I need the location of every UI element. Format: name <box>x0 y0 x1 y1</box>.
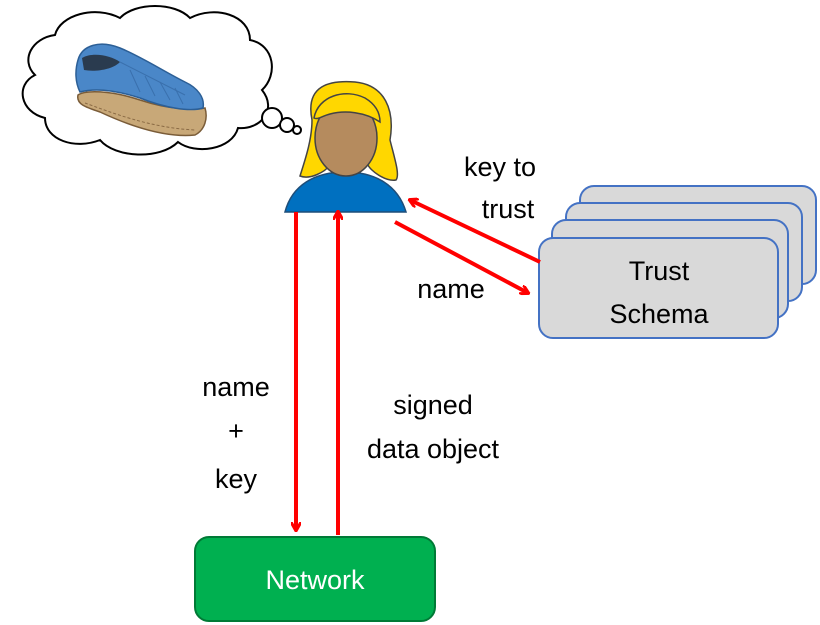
network-node: Network <box>194 536 436 622</box>
label-key: key <box>215 464 258 494</box>
user-icon <box>284 80 408 213</box>
network-label: Network <box>265 565 365 595</box>
arrow-user-to-schema <box>394 220 528 293</box>
trust-schema-card <box>538 237 779 339</box>
trust-schema-label-line2: Schema <box>609 299 709 329</box>
label-signed: signed <box>393 390 473 420</box>
label-name-schema: name <box>417 274 485 304</box>
thought-bubble <box>21 5 302 156</box>
label-trust: trust <box>482 194 535 224</box>
arrow-schema-to-user <box>410 200 541 264</box>
label-plus: + <box>228 416 244 446</box>
shoe-image <box>75 43 207 137</box>
trust-schema-label-line1: Trust <box>629 256 690 286</box>
trust-schema-stack: Trust Schema <box>538 185 817 339</box>
label-data-object: data object <box>367 434 500 464</box>
label-name-network: name <box>202 372 270 402</box>
label-key-to: key to <box>464 152 536 182</box>
